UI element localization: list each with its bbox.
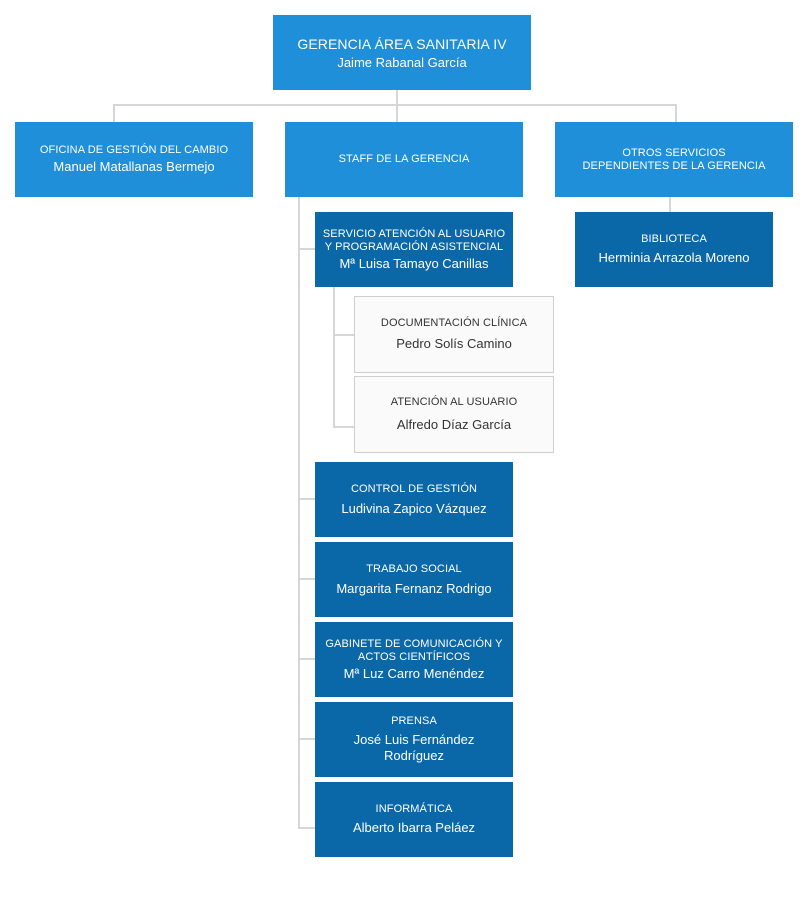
connector-staff-tick-1 [298,248,315,250]
node-name: Mª Luisa Tamayo Canillas [339,255,489,271]
node-name: Ludivina Zapico Vázquez [341,500,487,516]
node-name: José Luis Fernández Rodríguez [353,732,475,763]
node-gabinete-comunicacion[interactable]: GABINETE DE COMUNICACIÓN Y ACTOS CIENTÍF… [315,622,513,697]
node-name: Herminia Arrazola Moreno [598,250,750,265]
connector-staff-tick-2 [298,498,315,500]
connector-to-oficina [113,104,115,122]
node-title: GABINETE DE COMUNICACIÓN Y ACTOS CIENTÍF… [325,637,503,663]
node-title: SERVICIO ATENCIÓN AL USUARIO Y PROGRAMAC… [322,227,506,253]
node-name: Margarita Fernanz Rodrigo [336,580,492,596]
node-title: ATENCIÓN AL USUARIO [390,396,518,408]
node-servicio-atencion-usuario[interactable]: SERVICIO ATENCIÓN AL USUARIO Y PROGRAMAC… [315,212,513,287]
connector-staff-vertical [298,196,300,829]
node-title: CONTROL DE GESTIÓN [350,482,478,495]
node-name: Alberto Ibarra Peláez [352,820,476,835]
root-node[interactable]: GERENCIA ÁREA SANITARIA IV Jaime Rabanal… [273,15,531,90]
connector-sau-tick-2 [333,426,354,428]
node-oficina-gestion-cambio[interactable]: OFICINA DE GESTIÓN DEL CAMBIO Manuel Mat… [15,122,253,197]
node-title: BIBLIOTECA [641,233,707,245]
node-title: PRENSA [391,715,437,727]
connector-otros-down [669,196,671,212]
node-atencion-usuario[interactable]: ATENCIÓN AL USUARIO Alfredo Díaz García [354,376,554,453]
node-trabajo-social[interactable]: TRABAJO SOCIAL Margarita Fernanz Rodrigo [315,542,513,617]
node-control-gestion[interactable]: CONTROL DE GESTIÓN Ludivina Zapico Vázqu… [315,462,513,537]
node-title: OTROS SERVICIOS DEPENDIENTES DE LA GEREN… [582,146,766,172]
node-documentacion-clinica[interactable]: DOCUMENTACIÓN CLÍNICA Pedro Solís Camino [354,296,554,373]
node-title: TRABAJO SOCIAL [366,562,462,575]
connector-to-staff [396,104,398,122]
connector-staff-tick-5 [298,738,315,740]
connector-sau-vertical [333,286,335,428]
node-prensa[interactable]: PRENSA José Luis Fernández Rodríguez [315,702,513,777]
root-name: Jaime Rabanal García [337,54,467,70]
node-name: Manuel Matallanas Bermejo [53,159,215,174]
node-staff-gerencia[interactable]: STAFF DE LA GERENCIA [285,122,523,197]
node-biblioteca[interactable]: BIBLIOTECA Herminia Arrazola Moreno [575,212,773,287]
node-title: OFICINA DE GESTIÓN DEL CAMBIO [39,144,229,156]
node-name: Pedro Solís Camino [396,336,512,351]
connector-staff-tick-4 [298,658,315,660]
node-title: STAFF DE LA GERENCIA [338,153,470,165]
connector-to-otros [675,104,677,122]
connector-root-down [396,89,398,106]
connector-level1-horizontal [113,104,677,106]
node-informatica[interactable]: INFORMÁTICA Alberto Ibarra Peláez [315,782,513,857]
node-name: Alfredo Díaz García [396,417,512,432]
connector-staff-bottom [298,827,315,829]
node-name: Mª Luz Carro Menéndez [343,665,485,681]
node-title: INFORMÁTICA [375,803,453,815]
connector-staff-tick-3 [298,578,315,580]
node-title: DOCUMENTACIÓN CLÍNICA [380,317,528,329]
root-title: GERENCIA ÁREA SANITARIA IV [297,35,507,52]
node-otros-servicios[interactable]: OTROS SERVICIOS DEPENDIENTES DE LA GEREN… [555,122,793,197]
connector-sau-tick-1 [333,334,354,336]
